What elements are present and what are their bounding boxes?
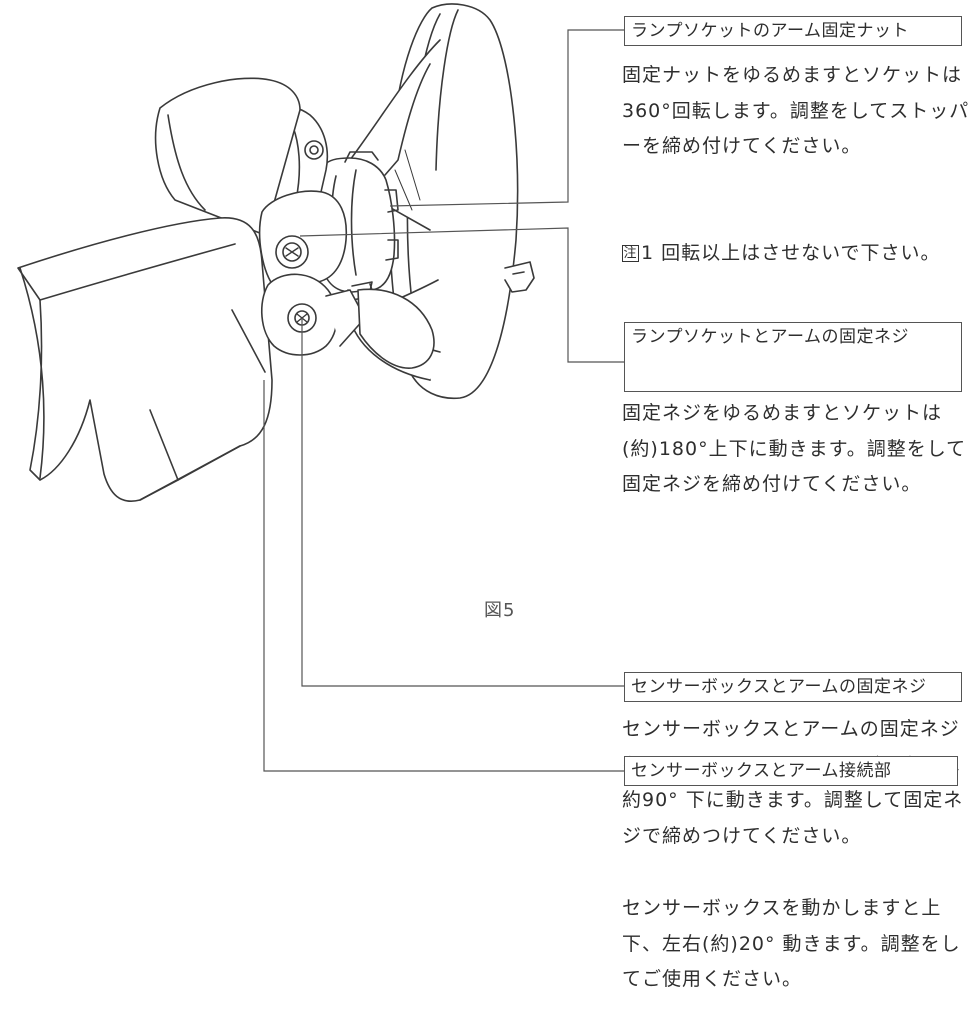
reflector-tab xyxy=(504,261,535,293)
callout-1-label: ランプソケットのアーム固定ナット xyxy=(624,16,962,46)
figure-label: 図5 xyxy=(484,600,516,621)
callout-2-label: ランプソケットとアームの固定ネジ xyxy=(624,322,962,392)
arm-collar xyxy=(258,190,348,289)
leader-line-4 xyxy=(263,380,625,772)
callout-4-label: センサーボックスとアーム接続部 xyxy=(624,756,958,786)
sensor-box xyxy=(17,217,273,502)
leader-line-2 xyxy=(299,227,625,363)
leader-lines xyxy=(263,29,625,772)
leader-line-1 xyxy=(389,29,625,207)
leader-line-3 xyxy=(301,318,625,687)
sensor-hinge xyxy=(260,273,373,356)
note-mark: 注 xyxy=(622,245,639,262)
callout-1-note: 1 回転以上はさせないで下さい。 xyxy=(641,242,941,264)
callout-1-description: 固定ナットをゆるめますとソケットは360°回転します。調整をしてストッパーを締め… xyxy=(622,64,970,157)
callout-4-description: センサーボックスを動かしますと上下、左右(約)20° 動きます。調整をしてご使用… xyxy=(622,897,961,990)
rear-lamp-housing xyxy=(154,77,301,236)
callout-2-description: 固定ネジをゆるめますとソケットは(約)180°上下に動きます。調整をして固定ネジ… xyxy=(622,402,967,495)
callout-3-label: センサーボックスとアームの固定ネジ xyxy=(624,672,962,702)
lower-reflector-lobe xyxy=(357,288,435,369)
